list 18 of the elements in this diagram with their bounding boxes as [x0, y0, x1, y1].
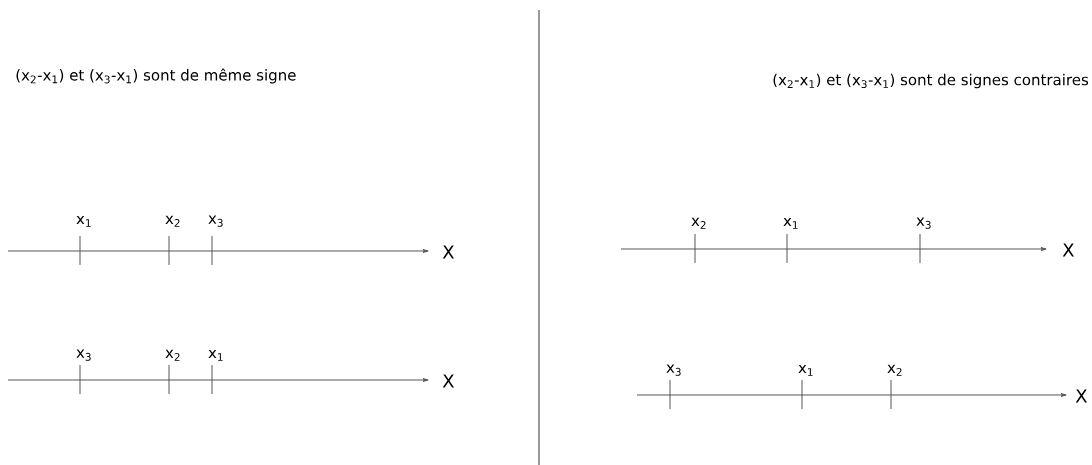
tick-label: x$_{2}$ — [887, 364, 902, 376]
tick-label: x$_{3}$ — [916, 217, 931, 229]
axis-label: X — [442, 245, 454, 259]
tick-label: x$_{3}$ — [76, 349, 91, 361]
heading: (x$_{2}$-x$_{1}$) et (x$_{3}$-x$_{1}$) sont de signes contraires — [773, 73, 1089, 89]
tick-label: x$_{1}$ — [783, 217, 798, 229]
tick-label: x$_{2}$ — [691, 217, 706, 229]
axis-label: X — [1075, 389, 1087, 403]
heading: (x$_{2}$-x$_{1}$) et (x$_{3}$-x$_{1}$) sont de même signe — [16, 68, 296, 84]
tick-label: x$_{1}$ — [208, 349, 223, 361]
tick-label: x$_{3}$ — [666, 364, 681, 376]
tick-label: x$_{2}$ — [165, 215, 180, 227]
axis-label: X — [442, 374, 454, 388]
tick-label: x$_{3}$ — [208, 215, 223, 227]
axis-label: X — [1062, 243, 1074, 257]
tick-label: x$_{1}$ — [76, 215, 91, 227]
tick-label: x$_{2}$ — [165, 349, 180, 361]
tick-label: x$_{1}$ — [798, 364, 813, 376]
